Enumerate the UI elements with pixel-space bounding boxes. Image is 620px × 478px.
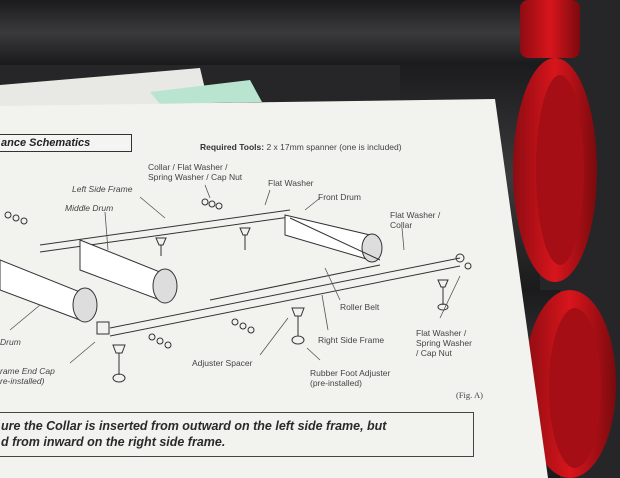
label-rubber-foot-adjuster: Rubber Foot Adjuster(pre-installed) [310, 368, 391, 388]
required-tools: Required Tools: 2 x 17mm spanner (one is… [200, 142, 402, 152]
drums [0, 214, 383, 323]
label-front-drum: Front Drum [318, 192, 361, 202]
paper-sheet [0, 99, 548, 478]
note-line: ure the Collar is inserted from outward … [1, 419, 387, 433]
label-right-side-frame: Right Side Frame [318, 335, 385, 345]
label-collar-group: Collar / Flat Washer /Spring Washer / Ca… [148, 162, 243, 182]
label-adjuster-spacer: Adjuster Spacer [192, 358, 253, 368]
label-drum: Drum [0, 337, 21, 347]
section-title: ance Schematics [0, 134, 132, 152]
left-side-frame [39, 209, 291, 246]
label-left-side-frame: Left Side Frame [72, 184, 133, 194]
note-box: ure the Collar is inserted from outward … [0, 412, 474, 457]
schematic-diagram [0, 184, 472, 383]
label-flat-washer-collar: Flat Washer /Collar [390, 210, 441, 230]
required-tools-label: Required Tools: [200, 142, 265, 152]
note-line: d from inward on the right side frame. [1, 435, 226, 449]
right-side-frame [109, 257, 461, 329]
label-flat-washer: Flat Washer [268, 178, 314, 188]
label-roller-belt: Roller Belt [340, 302, 380, 312]
label-middle-drum: Middle Drum [65, 203, 114, 213]
green-paper [150, 80, 262, 104]
top-roller [0, 0, 560, 65]
required-tools-value: 2 x 17mm spanner (one is included) [266, 142, 402, 152]
label-flat-washer-group: Flat Washer /Spring Washer/ Cap Nut [416, 328, 472, 358]
nuts-washers [4, 198, 472, 349]
figure-label: (Fig. A) [456, 390, 483, 400]
top-roller-cap [520, 0, 580, 58]
feet [96, 227, 449, 383]
leader-lines [9, 184, 461, 364]
roller-belt [289, 217, 381, 261]
